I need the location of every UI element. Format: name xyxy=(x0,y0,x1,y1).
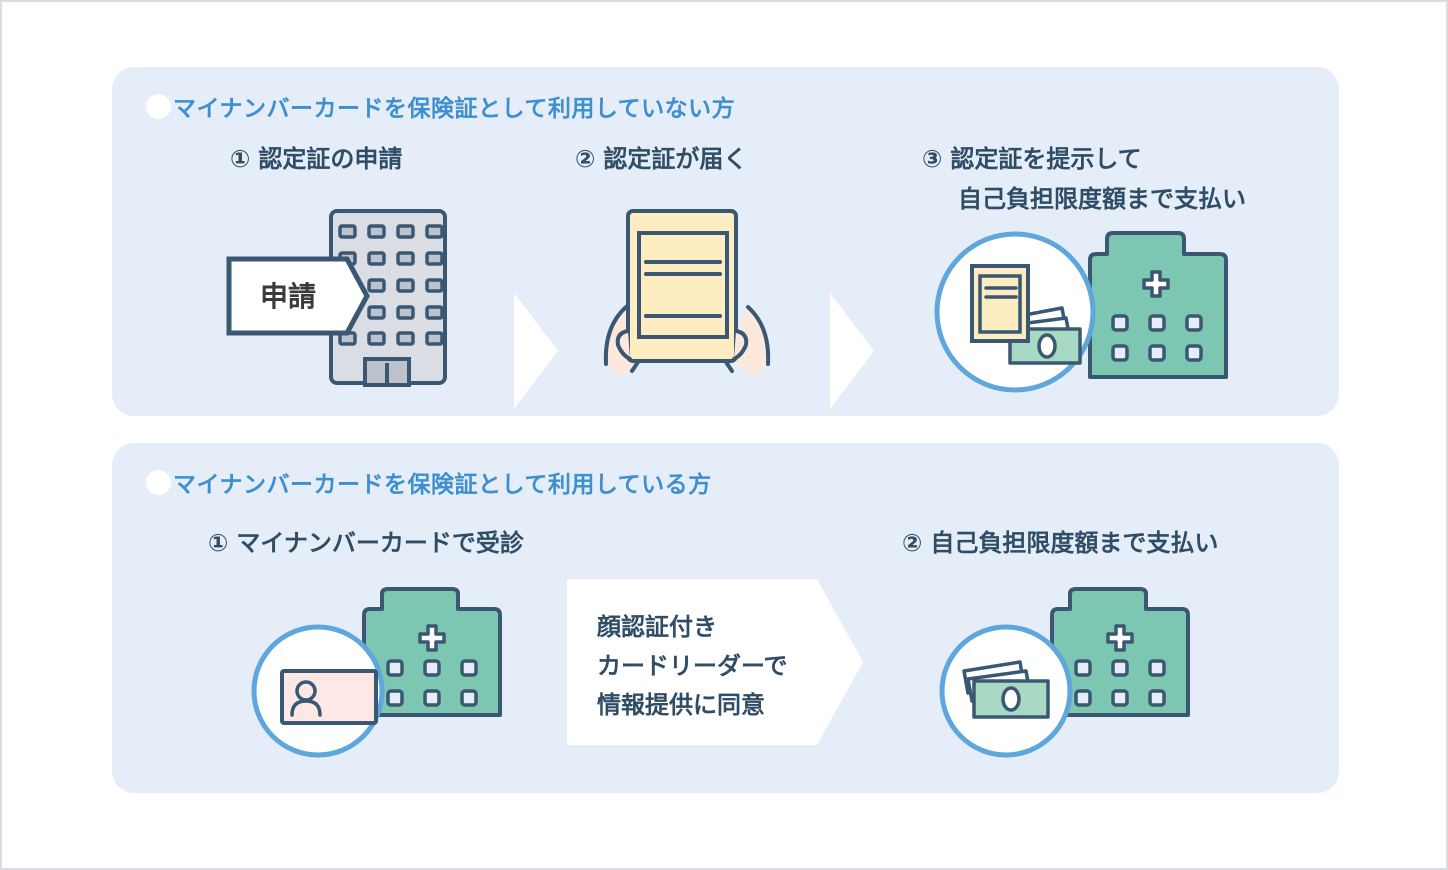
hands-holding-certificate-icon xyxy=(603,209,771,377)
office-building-icon xyxy=(226,209,447,387)
step-label-line-2: 自己負担限度額まで支払い xyxy=(958,185,1246,213)
step-number: ③ xyxy=(922,145,943,173)
panel-heading: マイナンバーカードを保険証として利用している方 xyxy=(146,465,712,499)
flow-arrow-box-icon xyxy=(567,579,863,745)
panel-heading-text: マイナンバーカードを保険証として利用している方 xyxy=(173,472,712,498)
application-tag-text: 申請 xyxy=(260,280,317,313)
step-label-line-1: 認定証を提示して xyxy=(950,145,1142,173)
flow-note-line-3: 情報提供に同意 xyxy=(597,691,765,719)
face-auth-consent-note: 顔認証付き カードリーダーで 情報提供に同意 xyxy=(567,579,863,745)
step-label: マイナンバーカードで受診 xyxy=(236,529,524,557)
flow-note-line-2: カードリーダーで xyxy=(597,652,788,680)
flow-note-line-1: 顔認証付き xyxy=(597,613,717,641)
step-label: 認定証が届く xyxy=(603,145,748,173)
bullet-dot-icon xyxy=(146,469,171,495)
certificate-cash-hospital-icon xyxy=(934,231,1228,393)
step-arrow-icon xyxy=(830,293,874,409)
step-number: ② xyxy=(902,529,923,557)
step-label: 認定証の申請 xyxy=(258,145,403,173)
step-arrow-icon xyxy=(514,293,558,409)
panel-heading: マイナンバーカードを保険証として利用していない方 xyxy=(146,89,735,123)
step-number: ① xyxy=(230,145,251,173)
step-label: 自己負担限度額まで支払い xyxy=(930,529,1219,557)
step-number: ② xyxy=(575,145,596,173)
panel-heading-text: マイナンバーカードを保険証として利用していない方 xyxy=(173,96,736,122)
bullet-dot-icon xyxy=(146,93,171,119)
cash-hospital-icon xyxy=(939,587,1190,758)
id-card-hospital-icon xyxy=(251,587,502,758)
step-number: ① xyxy=(208,529,229,557)
